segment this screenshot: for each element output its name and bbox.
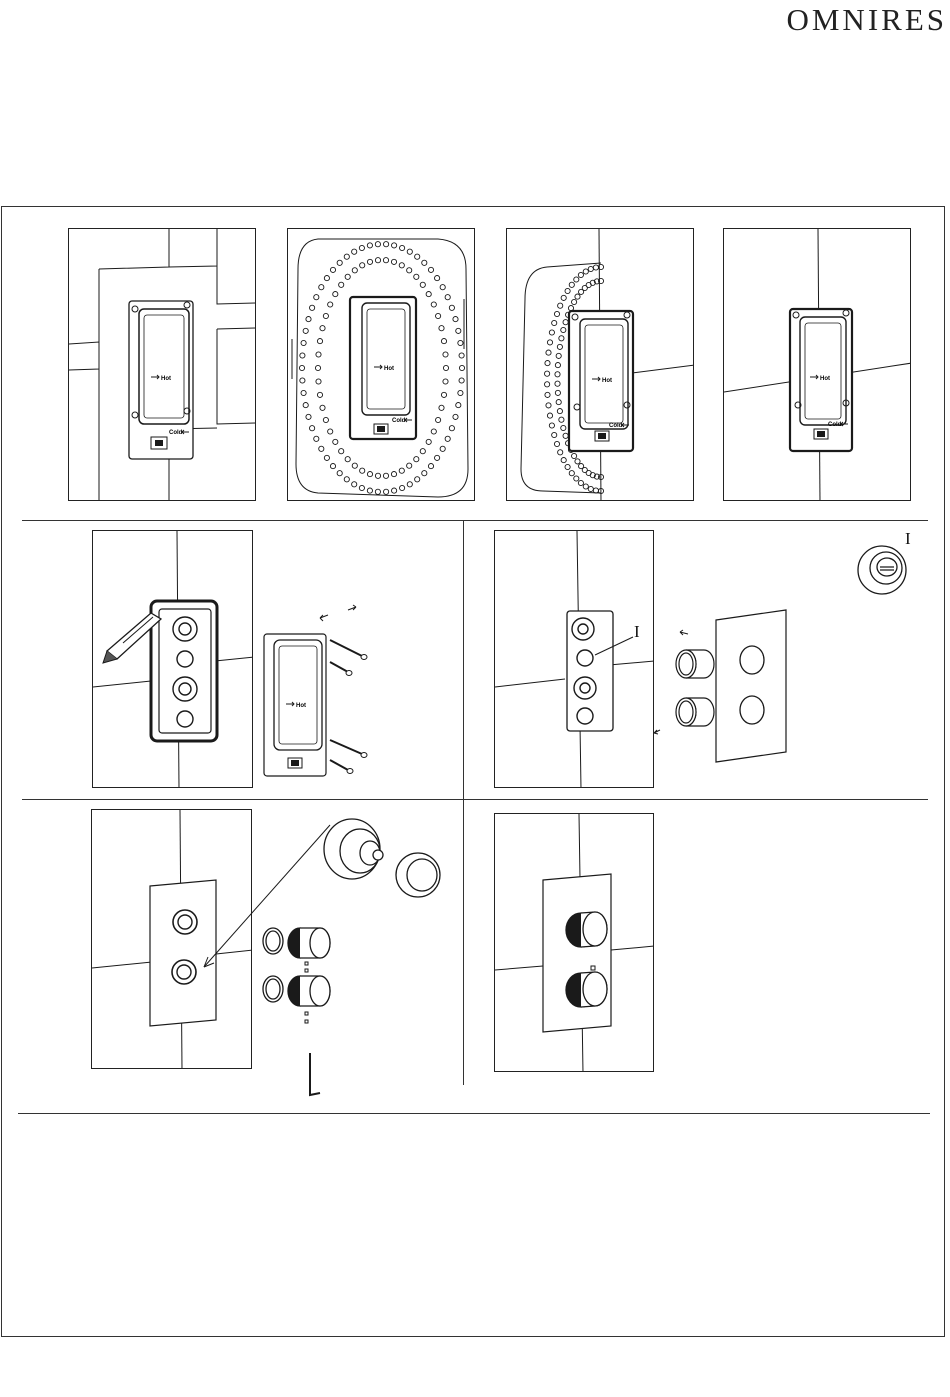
box-screws-illustration: Hot: [258, 596, 378, 786]
callout-i-2: I: [905, 529, 911, 549]
cold-label: Cold: [609, 423, 623, 429]
hot-label: Hot: [296, 703, 306, 709]
step-5-illustration: [93, 531, 253, 788]
divider-row-3: [18, 1113, 930, 1114]
hot-label: Hot: [602, 378, 612, 384]
step-4-panel: Hot Cold: [723, 228, 911, 501]
cold-label: Cold: [392, 418, 406, 424]
divider-row-2: [22, 799, 928, 800]
step-5-exploded-view: Hot: [258, 596, 378, 786]
step-8-panel: [494, 813, 654, 1072]
plate-rings-illustration: [650, 530, 930, 770]
hot-label: Hot: [384, 366, 394, 372]
cold-label: Cold: [169, 430, 183, 436]
step-1-illustration: Hot Cold: [69, 229, 256, 501]
step-8-illustration: [495, 814, 654, 1072]
step-6-illustration: [495, 531, 654, 788]
step-4-illustration: Hot Cold: [724, 229, 911, 501]
hot-label: Hot: [161, 376, 171, 382]
step-5-panel: [92, 530, 253, 788]
step-3-illustration: Hot Cold: [507, 229, 694, 501]
step-2-panel: Hot Cold: [287, 228, 475, 501]
cold-label: Cold: [828, 422, 842, 428]
hot-label: Hot: [820, 376, 830, 382]
step-6-exploded-view: [650, 530, 930, 770]
step-7-exploded-view: [190, 805, 450, 1105]
divider-center: [463, 520, 464, 1085]
divider-row-1: [22, 520, 928, 521]
handles-sleeve-illustration: [190, 805, 450, 1105]
step-6-panel: [494, 530, 654, 788]
step-1-panel: Hot Cold: [68, 228, 256, 501]
callout-i-1: I: [634, 622, 640, 642]
step-3-panel: Hot Cold: [506, 228, 694, 501]
step-2-illustration: Hot Cold: [288, 229, 475, 501]
brand-logo: OMNIRES: [786, 2, 947, 38]
